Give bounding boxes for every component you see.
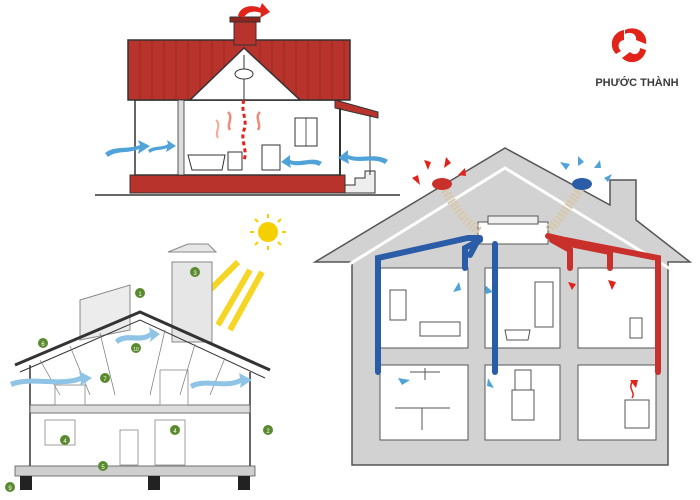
marker-2: 2	[263, 425, 273, 435]
kitchen-stove-icon	[624, 399, 650, 429]
upper-toilet-icon	[629, 317, 643, 339]
ventilation-unit	[477, 221, 549, 245]
brand-swirl-icon	[625, 28, 647, 44]
chimney-exhaust-arrow-icon	[238, 3, 270, 18]
bathtub-icon	[187, 154, 226, 171]
svg-text:1: 1	[138, 292, 142, 298]
marker-10: 10	[131, 343, 141, 353]
top-house-section	[95, 3, 400, 196]
svg-text:4: 4	[173, 429, 177, 435]
room-living-lower	[484, 364, 561, 441]
dining-table-icon	[395, 407, 450, 430]
svg-text:6: 6	[41, 342, 45, 348]
ceiling-fan-icon	[410, 368, 440, 380]
marker-3: 3	[190, 267, 200, 277]
toilet-icon	[227, 151, 243, 171]
marker-1: 1	[135, 288, 145, 298]
bed-icon	[419, 321, 461, 337]
shower-icon	[534, 281, 554, 328]
exhaust-arrows	[412, 157, 466, 185]
room-dining-lower-left	[379, 364, 469, 441]
marker-9: 9	[5, 482, 15, 492]
room-airflow-arrows	[398, 282, 494, 388]
cross-ventilation-arrows	[10, 327, 252, 389]
svg-text:9: 9	[8, 486, 12, 492]
marker-5: 5	[98, 461, 108, 471]
marker-6: 6	[38, 338, 48, 348]
marker-4-mid: 4	[170, 425, 180, 435]
svg-text:4: 4	[63, 439, 67, 445]
svg-text:7: 7	[103, 377, 107, 383]
sink-icon	[504, 329, 531, 341]
svg-text:5: 5	[101, 465, 105, 471]
svg-text:10: 10	[133, 347, 139, 353]
room-kitchen-lower-right	[577, 364, 657, 441]
wardrobe-icon	[389, 289, 407, 321]
sun-icon	[250, 214, 286, 250]
brand-name: PHƯỚC THÀNH	[595, 76, 678, 89]
intake-arrows	[560, 156, 612, 182]
exhaust-duct-network	[545, 233, 661, 375]
ceiling-lamp-icon	[234, 68, 254, 80]
roof-intake-vent-icon	[572, 178, 592, 190]
right-house-section	[312, 147, 693, 466]
marker-7: 7	[100, 373, 110, 383]
numbered-markers: 1 2 3 4 5 6 7 9 10 4	[5, 267, 273, 492]
svg-text:3: 3	[193, 271, 197, 277]
room-bedroom-upper-left	[379, 267, 469, 349]
bottom-left-section: 1 2 3 4 5 6 7 9 10 4	[5, 214, 286, 492]
supply-duct-network	[375, 235, 498, 375]
svg-text:2: 2	[266, 429, 270, 435]
marker-4-upper: 4	[60, 435, 70, 445]
room-toilet-upper-right	[577, 267, 657, 349]
brand-logo: PHƯỚC THÀNH	[595, 28, 679, 89]
stove-icon	[261, 144, 281, 171]
inflow-air-arrows	[105, 140, 388, 168]
roof-exhaust-vent-icon	[432, 178, 452, 190]
